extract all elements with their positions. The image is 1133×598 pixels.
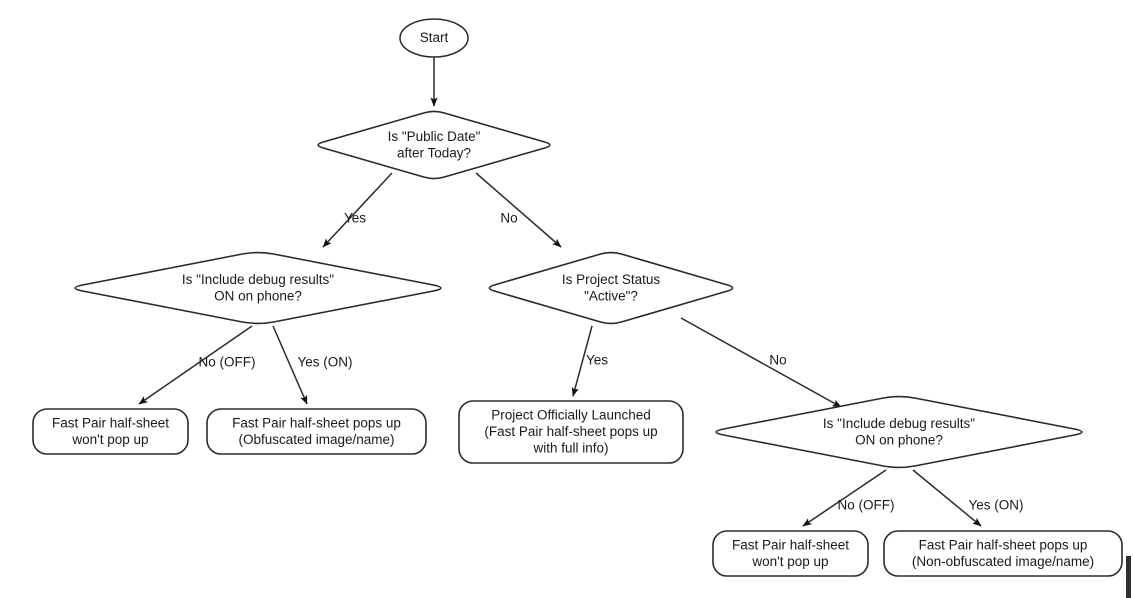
node-decision-public-date[interactable]: Is "Public Date"after Today? (317, 110, 551, 180)
start-label: Start (420, 30, 449, 45)
edge-label-no: No (500, 211, 517, 226)
edge-path (680, 317, 842, 408)
edge-project-status-no: No (680, 317, 842, 408)
decision-project-status-label: Is Project Status"Active"? (562, 271, 661, 303)
edge-path (802, 469, 887, 527)
outcome-right-on-label: Fast Pair half-sheet pops up(Non-obfusca… (912, 537, 1094, 569)
edge-label-no: No (769, 353, 786, 368)
outcome-launched-label: Project Officially Launched(Fast Pair ha… (484, 407, 657, 455)
decision-diamond[interactable] (715, 395, 1083, 469)
node-decision-debug-right[interactable]: Is "Include debug results"ON on phone? (715, 395, 1083, 469)
edge-project-status-yes: Yes (571, 325, 608, 397)
node-start[interactable]: Start (399, 18, 469, 58)
node-decision-debug-left[interactable]: Is "Include debug results"ON on phone? (74, 251, 442, 325)
edge-label-no-off: No (OFF) (199, 355, 256, 370)
edge-path (272, 325, 308, 405)
decision-diamond[interactable] (317, 110, 551, 180)
decision-debug-left-label: Is "Include debug results"ON on phone? (182, 271, 334, 303)
node-outcome-right-on[interactable]: Fast Pair half-sheet pops up(Non-obfusca… (883, 530, 1123, 577)
start-ellipse[interactable] (399, 18, 469, 58)
edge-label-yes-on: Yes (ON) (968, 498, 1023, 513)
edge-debug-right-yes: Yes (ON) (912, 469, 1024, 527)
nodes-layer: Start Is "Public Date"after Today? Is "I… (32, 18, 1123, 577)
outcome-box[interactable] (206, 408, 427, 455)
decision-public-date-label: Is "Public Date"after Today? (388, 128, 481, 160)
outcome-box[interactable] (32, 408, 189, 455)
edge-public-date-no: No (475, 172, 562, 248)
outcome-left-on-label: Fast Pair half-sheet pops up(Obfuscated … (232, 415, 401, 447)
edge-path (912, 469, 982, 527)
edge-label-yes: Yes (344, 211, 366, 226)
edge-path (322, 172, 393, 248)
edge-public-date-yes: Yes (322, 172, 393, 248)
edge-path (571, 325, 593, 397)
edge-label-no-off: No (OFF) (838, 498, 895, 513)
page-edge-artifact (1126, 556, 1131, 598)
edges-layer: Yes No No (OFF) Yes (ON) Yes No (138, 57, 1024, 527)
decision-diamond[interactable] (74, 251, 442, 325)
outcome-box[interactable] (458, 400, 684, 464)
decision-debug-right-label: Is "Include debug results"ON on phone? (823, 415, 975, 447)
edge-label-yes: Yes (586, 353, 608, 368)
edge-label-yes-on: Yes (ON) (297, 355, 352, 370)
edge-path (138, 325, 253, 405)
outcome-box[interactable] (712, 530, 869, 577)
edge-path (475, 172, 562, 248)
decision-diamond[interactable] (488, 251, 734, 325)
node-outcome-launched[interactable]: Project Officially Launched(Fast Pair ha… (458, 400, 684, 464)
edge-debug-left-no: No (OFF) (138, 325, 256, 405)
edge-debug-left-yes: Yes (ON) (272, 325, 353, 405)
node-outcome-left-on[interactable]: Fast Pair half-sheet pops up(Obfuscated … (206, 408, 427, 455)
node-decision-project-status[interactable]: Is Project Status"Active"? (488, 251, 734, 325)
outcome-box[interactable] (883, 530, 1123, 577)
edge-debug-right-no: No (OFF) (802, 469, 895, 527)
